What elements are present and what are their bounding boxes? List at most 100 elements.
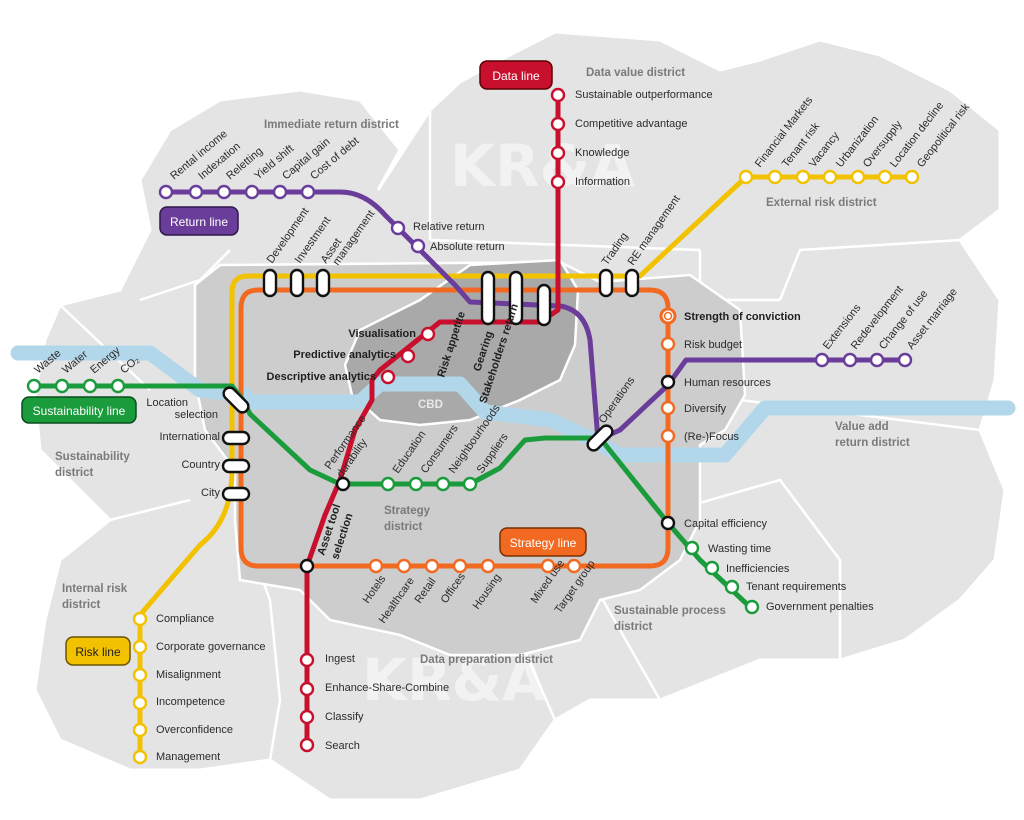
station-relative-return[interactable] xyxy=(390,220,406,236)
interchange-operations[interactable] xyxy=(585,423,615,453)
station-mixed-use[interactable] xyxy=(540,558,556,574)
station-predictive-analytics[interactable] xyxy=(400,348,416,364)
label-management: Management xyxy=(156,751,220,763)
station-asset-marriage[interactable] xyxy=(897,352,913,368)
station-corporate-governance[interactable] xyxy=(132,639,148,655)
label-ingest: Ingest xyxy=(325,653,355,665)
station-performance-durability[interactable] xyxy=(335,476,351,492)
strategy-line-badge[interactable]: Strategy line xyxy=(499,527,587,557)
district-sustainability-1: Sustainability xyxy=(55,451,130,463)
interchange-gearing[interactable] xyxy=(508,270,524,326)
station-classify[interactable] xyxy=(299,709,315,725)
interchange-investment[interactable] xyxy=(289,268,305,298)
station-reletting[interactable] xyxy=(216,184,232,200)
station-descriptive-analytics[interactable] xyxy=(380,369,396,385)
interchange-stakeholders-return[interactable] xyxy=(536,283,552,327)
station-co[interactable] xyxy=(110,378,126,394)
station-vacancy[interactable] xyxy=(795,169,811,185)
station-asset-tool-selection[interactable] xyxy=(299,558,315,574)
interchange-development[interactable] xyxy=(262,268,278,298)
station-management[interactable] xyxy=(132,749,148,765)
district-sustainable-process-1: Sustainable process xyxy=(614,605,726,617)
station-housing[interactable] xyxy=(480,558,496,574)
station-urbanization[interactable] xyxy=(822,169,838,185)
station-capital-gain[interactable] xyxy=(272,184,288,200)
station-retail[interactable] xyxy=(424,558,440,574)
station-extensions[interactable] xyxy=(814,352,830,368)
district-internal-risk-1: Internal risk xyxy=(62,583,128,595)
label-diversify: Diversify xyxy=(684,403,727,415)
station-inefficiencies[interactable] xyxy=(704,560,720,576)
station-indexation[interactable] xyxy=(188,184,204,200)
station-ingest[interactable] xyxy=(299,652,315,668)
station-rental-income[interactable] xyxy=(158,184,174,200)
station-geopolitical-risk[interactable] xyxy=(904,169,920,185)
station-capital-efficiency[interactable] xyxy=(660,515,676,531)
label-wasting-time: Wasting time xyxy=(708,543,771,555)
label-risk-budget: Risk budget xyxy=(684,339,742,351)
station-visualisation[interactable] xyxy=(420,326,436,342)
interchange-trading[interactable] xyxy=(598,268,614,298)
station-water[interactable] xyxy=(54,378,70,394)
station-re-focus[interactable] xyxy=(660,428,676,444)
station-wasting-time[interactable] xyxy=(684,540,700,556)
station-incompetence[interactable] xyxy=(132,695,148,711)
data-line-badge[interactable]: Data line xyxy=(479,60,553,90)
station-energy[interactable] xyxy=(82,378,98,394)
station-knowledge[interactable] xyxy=(550,145,566,161)
interchange-re-management[interactable] xyxy=(624,268,640,298)
station-healthcare[interactable] xyxy=(396,558,412,574)
station-overconfidence[interactable] xyxy=(132,722,148,738)
risk-line-badge[interactable]: Risk line xyxy=(65,636,131,666)
label-government-penalties: Government penalties xyxy=(766,601,874,613)
station-suppliers[interactable] xyxy=(462,476,478,492)
station-government-penalties[interactable] xyxy=(744,599,760,615)
station-diversify[interactable] xyxy=(660,400,676,416)
station-redevelopment[interactable] xyxy=(842,352,858,368)
station-yield-shift[interactable] xyxy=(244,184,260,200)
interchange-asset-management[interactable] xyxy=(315,268,331,298)
station-information[interactable] xyxy=(550,174,566,190)
interchange-international[interactable] xyxy=(221,430,251,446)
station-sustainable-outperformance[interactable] xyxy=(550,87,566,103)
interchange-location-selection[interactable] xyxy=(221,385,251,415)
station-neighbourhoods[interactable] xyxy=(435,476,451,492)
station-compliance[interactable] xyxy=(132,611,148,627)
station-enhance-share-combine[interactable] xyxy=(299,681,315,697)
station-change-of-use[interactable] xyxy=(869,352,885,368)
interchange-city[interactable] xyxy=(221,486,251,502)
station-education[interactable] xyxy=(380,476,396,492)
return-line-badge[interactable]: Return line xyxy=(159,206,239,236)
station-hotels[interactable] xyxy=(368,558,384,574)
station-tenant-risk[interactable] xyxy=(767,169,783,185)
station-waste[interactable] xyxy=(26,378,42,394)
station-offices[interactable] xyxy=(452,558,468,574)
station-cost-of-debt[interactable] xyxy=(300,184,316,200)
label-predictive-analytics: Predictive analytics xyxy=(293,349,396,361)
label-re-focus: (Re-)Focus xyxy=(684,431,740,443)
station-financial-markets[interactable] xyxy=(738,169,754,185)
label-corporate-governance: Corporate governance xyxy=(156,641,265,653)
stations xyxy=(26,87,920,765)
station-misalignment[interactable] xyxy=(132,667,148,683)
station-human-resources[interactable] xyxy=(660,374,676,390)
district-internal-risk-2: district xyxy=(62,599,101,611)
station-tenant-requirements[interactable] xyxy=(724,579,740,595)
label-location-selection-1: Location xyxy=(146,397,188,409)
station-oversupply[interactable] xyxy=(850,169,866,185)
station-target-group[interactable] xyxy=(566,558,582,574)
district-sustainability-2: district xyxy=(55,467,94,479)
interchange-capsules xyxy=(221,268,640,502)
label-competitive-advantage: Competitive advantage xyxy=(575,118,688,130)
interchange-risk-appetite[interactable] xyxy=(480,270,496,326)
station-search[interactable] xyxy=(299,737,315,753)
sustainability-line-badge[interactable]: Sustainability line xyxy=(21,396,137,424)
station-absolute-return[interactable] xyxy=(410,238,426,254)
interchange-country[interactable] xyxy=(221,458,251,474)
district-cbd: CBD xyxy=(418,399,443,411)
station-location-decline[interactable] xyxy=(877,169,893,185)
station-competitive-advantage[interactable] xyxy=(550,116,566,132)
label-country: Country xyxy=(181,459,220,471)
station-risk-budget[interactable] xyxy=(660,336,676,352)
station-consumers[interactable] xyxy=(408,476,424,492)
